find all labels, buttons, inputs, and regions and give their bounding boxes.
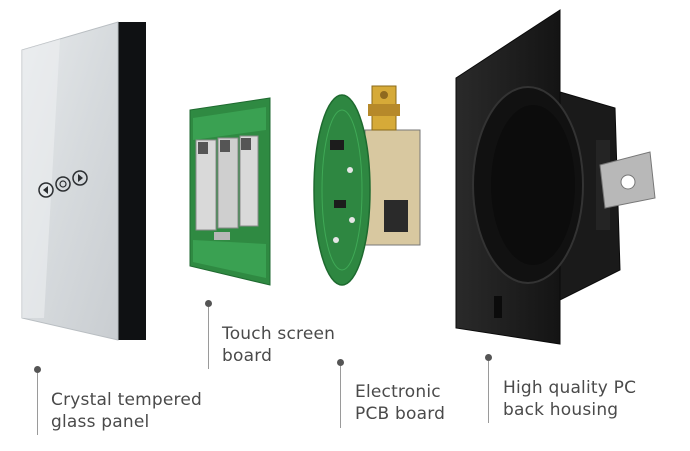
label-line-2: PCB board	[355, 404, 446, 424]
callout-label: High quality PC back housing	[503, 377, 636, 421]
glass-panel-edge	[118, 22, 146, 340]
label-line-2: board	[222, 346, 273, 366]
callout-label: Electronic PCB board	[355, 381, 445, 425]
callout-dot	[337, 359, 344, 366]
callout-label: Crystal tempered glass panel	[51, 389, 202, 433]
callout-dot	[485, 354, 492, 361]
callout-dot	[205, 300, 212, 307]
glass-panel-reflection	[22, 39, 60, 318]
callout-line	[488, 361, 489, 423]
circle-icon	[55, 176, 71, 192]
chevron-left-icon	[38, 182, 54, 198]
back-housing	[455, 9, 656, 345]
chevron-right-icon	[72, 170, 88, 186]
callout-line	[340, 366, 341, 428]
touch-screen-board	[189, 97, 271, 286]
callout-label: Touch screen board	[222, 323, 335, 367]
label-line-2: back housing	[503, 400, 619, 420]
pcb-board	[313, 85, 421, 286]
label-line-2: glass panel	[51, 412, 150, 432]
callout-dot	[34, 366, 41, 373]
label-line-1: Electronic	[355, 382, 441, 402]
callout-line	[37, 373, 38, 435]
glass-panel	[21, 21, 146, 341]
mounting-tab	[599, 151, 656, 209]
label-line-1: Touch screen	[222, 324, 336, 344]
callout-line	[208, 307, 209, 369]
label-line-1: High quality PC	[503, 378, 637, 398]
label-line-1: Crystal tempered	[51, 390, 202, 410]
touch-buttons	[38, 170, 88, 198]
